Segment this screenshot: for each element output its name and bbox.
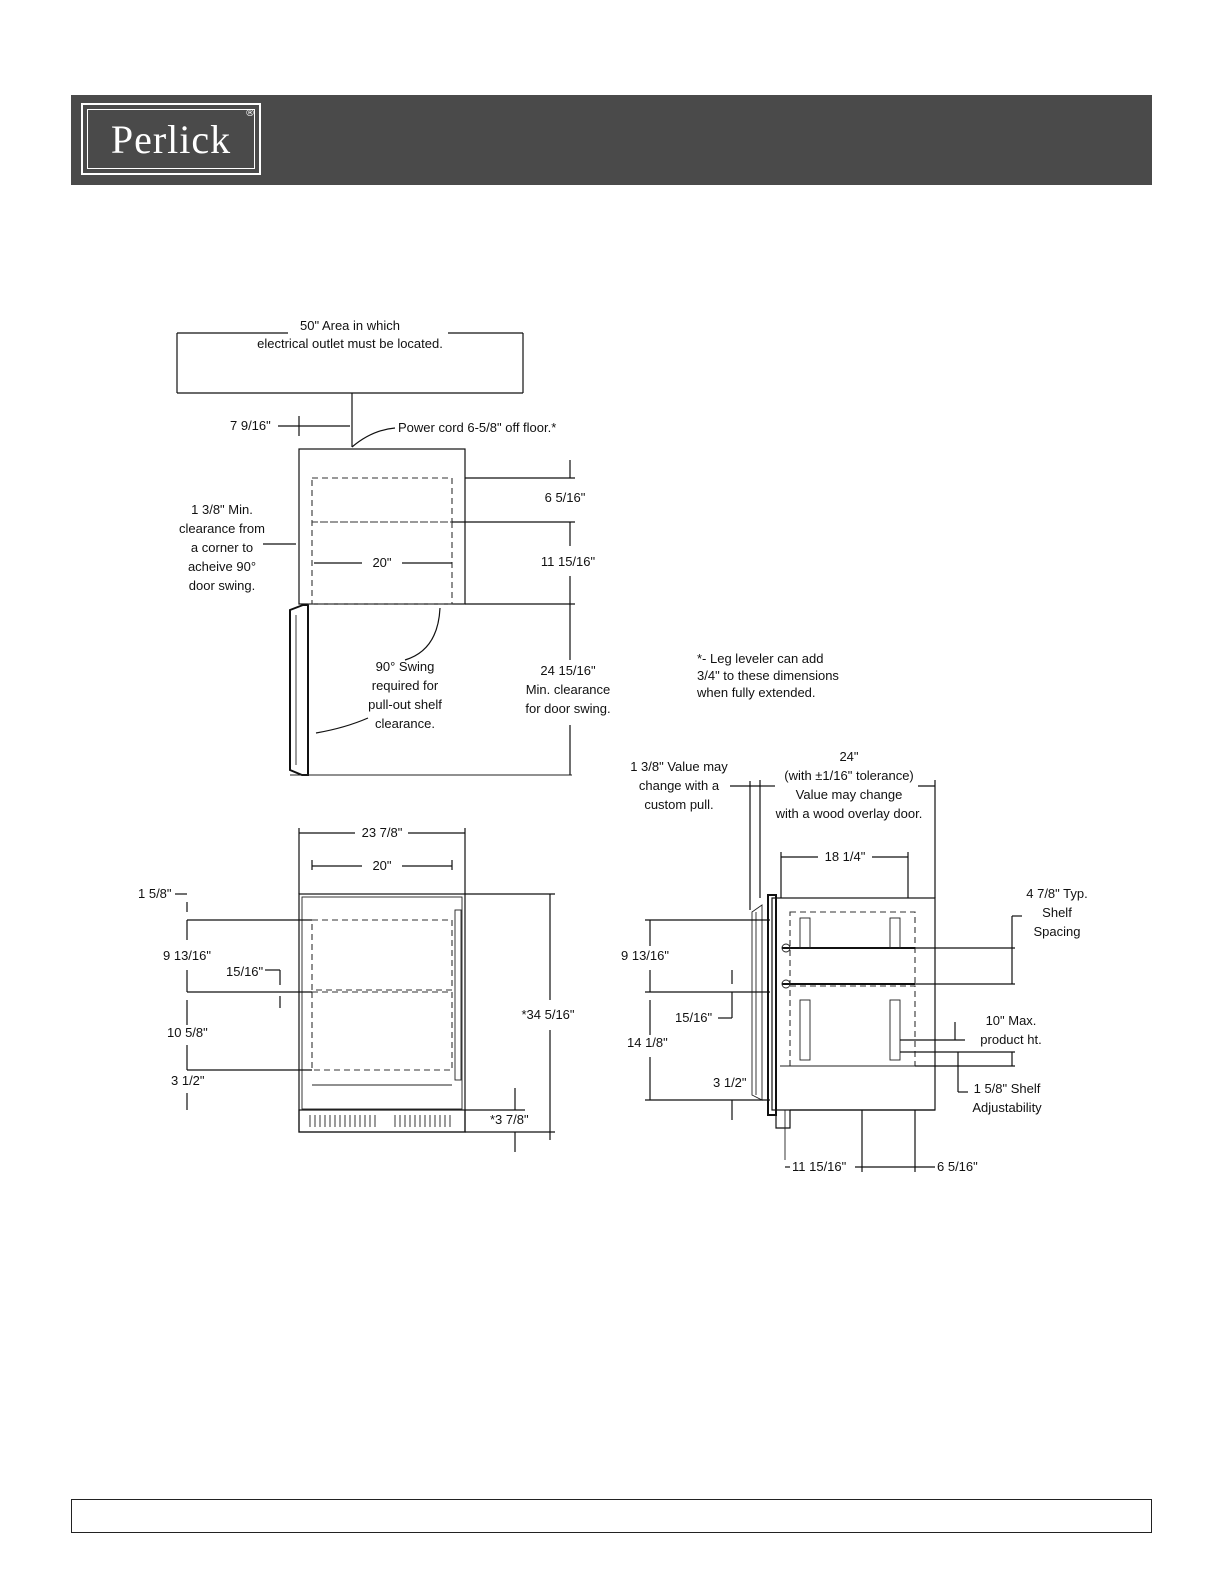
adjustability-2: Adjustability — [972, 1100, 1042, 1115]
bottom-gap-label: 3 1/2" — [171, 1073, 205, 1088]
swing-note-1: 90° Swing — [376, 659, 435, 674]
header-bar: Perlick ® — [71, 95, 1152, 185]
shelf-supports — [781, 917, 901, 1061]
product-height-2: product ht. — [980, 1032, 1041, 1047]
leveler-note-1: *- Leg leveler can add — [697, 651, 823, 666]
side-bottom-label: 3 1/2" — [713, 1075, 747, 1090]
outlet-area-label-2: electrical outlet must be located. — [257, 336, 443, 351]
lower-drawer-label: 10 5/8" — [167, 1025, 208, 1040]
power-cord-label: Power cord 6-5/8" off floor.* — [398, 420, 556, 435]
shelf-spacing-3: Spacing — [1034, 924, 1081, 939]
shelf-spacing-1: 4 7/8" Typ. — [1026, 886, 1087, 901]
depth-note-1: 24" — [839, 749, 858, 764]
product-height-1: 10" Max. — [986, 1013, 1037, 1028]
leveler-note-3: when fully extended. — [696, 685, 816, 700]
shelf-spacing-2: Shelf — [1042, 905, 1072, 920]
cord-offset-label: 7 9/16" — [230, 418, 271, 433]
swing-note-2: required for — [372, 678, 439, 693]
side-lower-label: 14 1/8" — [627, 1035, 668, 1050]
brand-logo: Perlick ® — [81, 103, 261, 175]
leveler-note: *- Leg leveler can add 3/4" to these dim… — [696, 651, 839, 700]
outlet-area-label-1: 50" Area in which — [300, 318, 400, 333]
corner-clearance-1: 1 3/8" Min. — [191, 502, 253, 517]
brand-logo-text: Perlick — [110, 116, 232, 162]
corner-clearance-3: a corner to — [191, 540, 253, 555]
swing-note-4: clearance. — [375, 716, 435, 731]
registered-mark: ® — [245, 108, 255, 119]
dim-b-label: 11 15/16" — [541, 554, 596, 569]
outer-width-label: 23 7/8" — [362, 825, 403, 840]
height-label: *34 5/16" — [521, 1007, 574, 1022]
depth-note-3: Value may change — [796, 787, 903, 802]
gap-label: 15/16" — [226, 964, 264, 979]
upper-drawer-label: 9 13/16" — [163, 948, 211, 963]
door-clearance-3: for door swing. — [525, 701, 610, 716]
side-view: 1 3/8" Value may change with a custom pu… — [621, 749, 1088, 1174]
front-view: 23 7/8" 20" — [138, 825, 575, 1152]
pull-note-1: 1 3/8" Value may — [630, 759, 728, 774]
base-grille — [309, 1115, 451, 1127]
depth-note-2: (with ±1/16" tolerance) — [784, 768, 914, 783]
corner-clearance-2: clearance from — [179, 521, 265, 536]
pull-note-2: change with a — [639, 778, 720, 793]
bottom-right-label: 6 5/16" — [937, 1159, 978, 1174]
corner-clearance-4: acheive 90° — [188, 559, 256, 574]
inner-depth-label: 18 1/4" — [825, 849, 866, 864]
base-label: *3 7/8" — [490, 1112, 529, 1127]
door-clearance-1: 24 15/16" — [540, 663, 596, 678]
top-gap-label: 1 5/8" — [138, 886, 172, 901]
footer-box — [71, 1499, 1152, 1533]
swing-note-3: pull-out shelf — [368, 697, 442, 712]
top-view: 50" Area in which electrical outlet must… — [176, 318, 611, 776]
pull-note-3: custom pull. — [644, 797, 713, 812]
adjustability-1: 1 5/8" Shelf — [974, 1081, 1041, 1096]
side-gap-label: 15/16" — [675, 1010, 713, 1025]
side-upper-label: 9 13/16" — [621, 948, 669, 963]
top-width-label: 20" — [372, 555, 391, 570]
inner-width-label: 20" — [372, 858, 391, 873]
bottom-left-label: 11 15/16" — [792, 1159, 847, 1174]
leveler-note-2: 3/4" to these dimensions — [697, 668, 839, 683]
corner-clearance-5: door swing. — [189, 578, 255, 593]
door-clearance-2: Min. clearance — [526, 682, 611, 697]
dim-a-label: 6 5/16" — [545, 490, 586, 505]
depth-note-4: with a wood overlay door. — [775, 806, 923, 821]
